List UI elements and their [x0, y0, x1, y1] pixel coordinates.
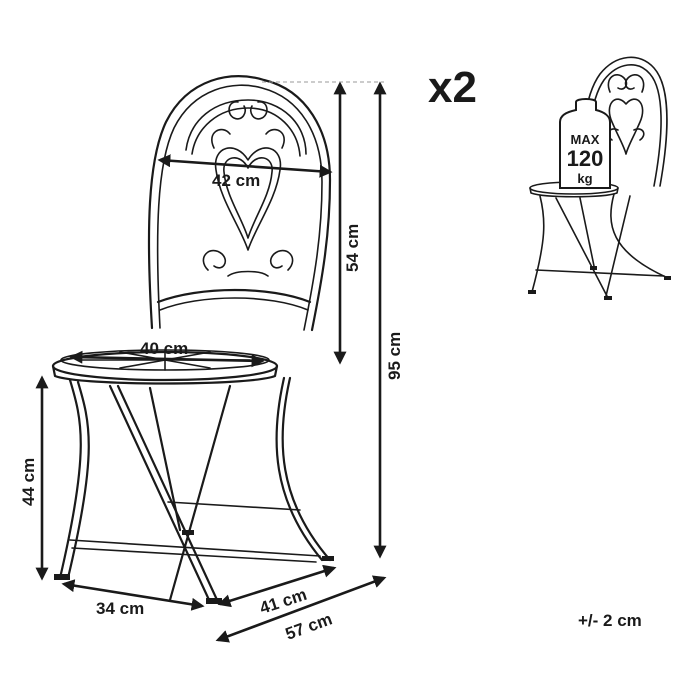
folded-depth-arrow — [215, 575, 387, 643]
quantity-label: x2 — [428, 63, 477, 112]
max-load-weight-icon: MAX 120 kg — [559, 98, 611, 189]
backrest-width-label: 42 cm — [212, 171, 260, 190]
tolerance-label: +/- 2 cm — [578, 611, 642, 630]
dimension-lines — [35, 81, 387, 643]
seat-height-label: 44 cm — [19, 458, 38, 506]
main-chair-illustration — [51, 75, 334, 604]
small-chair-illustration — [528, 56, 671, 300]
max-load-line1: MAX — [571, 132, 600, 147]
folded-depth-label: 57 cm — [283, 609, 335, 643]
max-load-line3: kg — [577, 171, 592, 186]
seat-diameter-label: 40 cm — [140, 339, 188, 358]
base-depth-arrow — [61, 579, 205, 611]
base-depth-label: 34 cm — [96, 599, 144, 618]
total-height-label: 95 cm — [385, 332, 404, 380]
backrest-width-arrow — [157, 154, 333, 178]
backrest-height-label: 54 cm — [343, 224, 362, 272]
max-load-line2: 120 — [567, 146, 604, 171]
seat-diameter-arrow — [69, 350, 265, 368]
